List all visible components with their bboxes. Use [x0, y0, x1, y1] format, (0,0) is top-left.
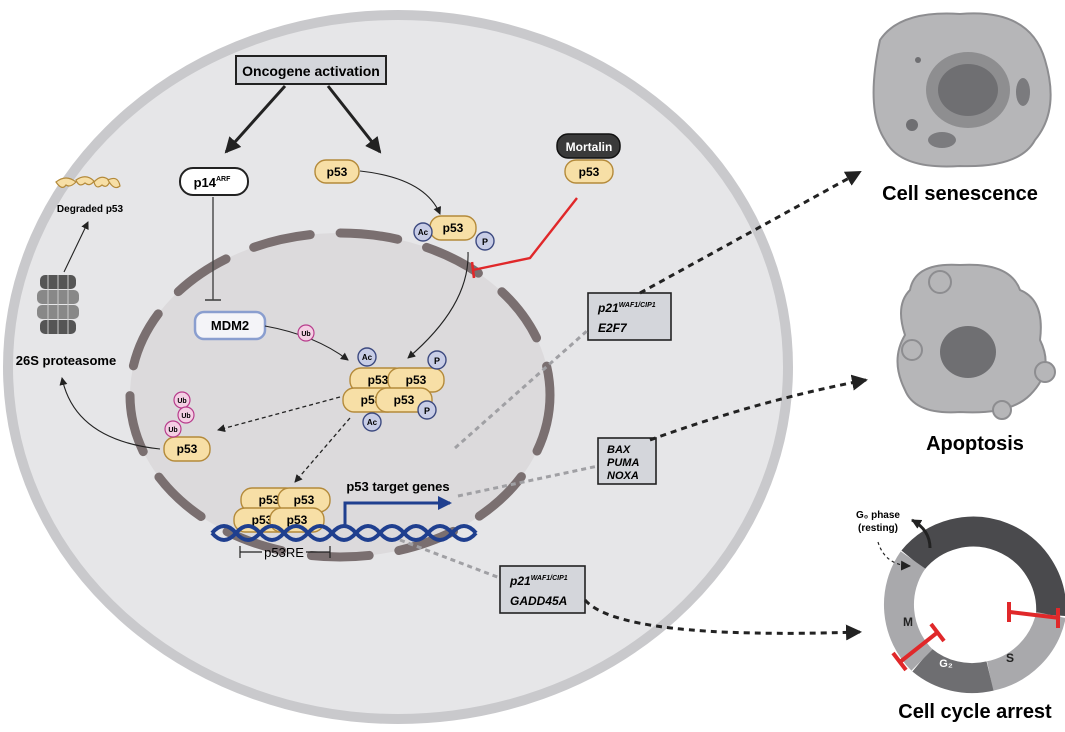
svg-text:Ac: Ac: [418, 228, 429, 237]
checkpoint-g1-s: [1007, 602, 1061, 628]
senescent-cell-icon: [872, 12, 1052, 168]
oncogene-label: Oncogene activation: [242, 63, 380, 79]
transcription-arrow: [343, 496, 452, 526]
arrest-gene-box: p21WAF1/CIP1 GADD45A: [499, 565, 586, 614]
phase-g1: G₁: [968, 549, 982, 563]
svg-text:Ub: Ub: [168, 427, 177, 434]
inhibit-mortalin: [472, 197, 578, 272]
arrow-p53-to-modified: [359, 170, 441, 215]
p14-label: p14: [194, 175, 217, 190]
svg-text:PUMA: PUMA: [607, 457, 639, 469]
svg-text:Ac: Ac: [367, 418, 378, 427]
arrow-to-apoptosis: [649, 374, 868, 442]
svg-text:P: P: [434, 356, 440, 366]
arrow-complex-to-dna: [294, 417, 351, 483]
arrow-ubp53-to-proteasome: [59, 377, 161, 450]
proteasome-icon: [37, 275, 79, 334]
svg-text:Ub: Ub: [181, 413, 190, 420]
svg-text:p53: p53: [406, 373, 427, 387]
svg-text:Ub: Ub: [301, 331, 310, 338]
senescence-gene-box: p21WAF1/CIP1 E2F7: [587, 292, 672, 341]
outcome-senescence: Cell senescence: [882, 183, 1038, 205]
mortalin-p53: Mortalin p53: [556, 133, 621, 184]
svg-text:BAX: BAX: [607, 444, 631, 456]
arrow-complex-to-ubp53: [217, 396, 341, 433]
p53-ubiquitinated: p53 Ub Ub Ub: [163, 391, 211, 462]
ub-near-mdm2: Ub: [297, 324, 315, 342]
svg-text:p21WAF1/CIP1: p21WAF1/CIP1: [597, 301, 656, 315]
degraded-p53-fragments: [55, 176, 121, 189]
p53re-bracket: [239, 546, 331, 558]
svg-text:p21WAF1/CIP1: p21WAF1/CIP1: [509, 574, 568, 588]
p14-superscript: ARF: [216, 176, 231, 183]
oncogene-activation-box: Oncogene activation: [235, 55, 387, 85]
p14arf-node: p14ARF: [179, 167, 249, 196]
svg-text:p53: p53: [368, 373, 389, 387]
svg-text:GADD45A: GADD45A: [510, 594, 567, 608]
svg-text:p53: p53: [327, 165, 348, 179]
phase-m: M: [903, 615, 913, 629]
svg-text:Ub: Ub: [177, 398, 186, 405]
svg-text:E2F7: E2F7: [598, 321, 628, 335]
svg-text:p53: p53: [177, 442, 198, 456]
link-dna-to-senescence-box: [454, 328, 589, 450]
svg-text:p53: p53: [394, 393, 415, 407]
apoptotic-cell-icon: [896, 263, 1056, 420]
degraded-p53-label: Degraded p53: [57, 204, 124, 215]
phase-g2: G₂: [939, 658, 953, 670]
arrow-oncogene-to-p14: [224, 85, 287, 154]
p53-tetramer-modified: p53 p53 p53 p53 Ac P P Ac: [342, 347, 447, 432]
proteasome-label: 26S proteasome: [16, 353, 116, 368]
arrow-proteasome-to-degraded: [63, 221, 89, 273]
svg-text:p53: p53: [287, 513, 308, 527]
cell-cycle-ring: G₁ S G₂ M: [884, 516, 1065, 694]
svg-text:p53: p53: [294, 493, 315, 507]
svg-text:p53: p53: [443, 221, 464, 235]
nuclear-envelope: [125, 228, 555, 562]
svg-text:p14ARF: p14ARF: [194, 175, 232, 190]
svg-text:P: P: [424, 406, 430, 416]
outcome-apoptosis: Apoptosis: [926, 433, 1024, 455]
p53-cytoplasm: p53: [314, 159, 360, 184]
arrow-g1-to-g0: [911, 518, 932, 549]
p53-tetramer-dna-bound: p53 p53 p53 p53: [233, 487, 331, 533]
phase-s: S: [1006, 651, 1014, 665]
g0-label-line2: (resting): [858, 523, 898, 534]
svg-text:p53: p53: [579, 165, 600, 179]
p53re-label: p53RE: [264, 545, 304, 560]
mdm2-node: MDM2: [193, 310, 267, 341]
svg-text:P: P: [482, 237, 488, 247]
checkpoint-g2-m: [891, 622, 946, 672]
inhibit-mortalin-bar: [470, 261, 476, 279]
svg-text:Ac: Ac: [362, 353, 373, 362]
link-dna-to-apoptosis-box: [457, 464, 599, 498]
outcome-arrest: Cell cycle arrest: [898, 701, 1052, 723]
mortalin-label: Mortalin: [566, 140, 613, 154]
apoptosis-gene-box: BAX PUMA NOXA: [597, 437, 657, 485]
mdm2-label: MDM2: [211, 318, 249, 333]
target-genes-label: p53 target genes: [346, 479, 449, 494]
arrow-to-senescence: [639, 170, 862, 295]
arrow-to-arrest: [583, 598, 862, 641]
svg-text:NOXA: NOXA: [607, 470, 639, 482]
g0-label-line1: G₀ phase: [856, 510, 900, 521]
arrow-oncogene-to-p53: [326, 85, 382, 154]
svg-text:p53: p53: [252, 513, 273, 527]
arrow-modified-to-complex: [407, 251, 469, 359]
p53-acetylated-phosphorylated: p53 Ac P: [413, 215, 495, 251]
svg-text:p53: p53: [259, 493, 280, 507]
